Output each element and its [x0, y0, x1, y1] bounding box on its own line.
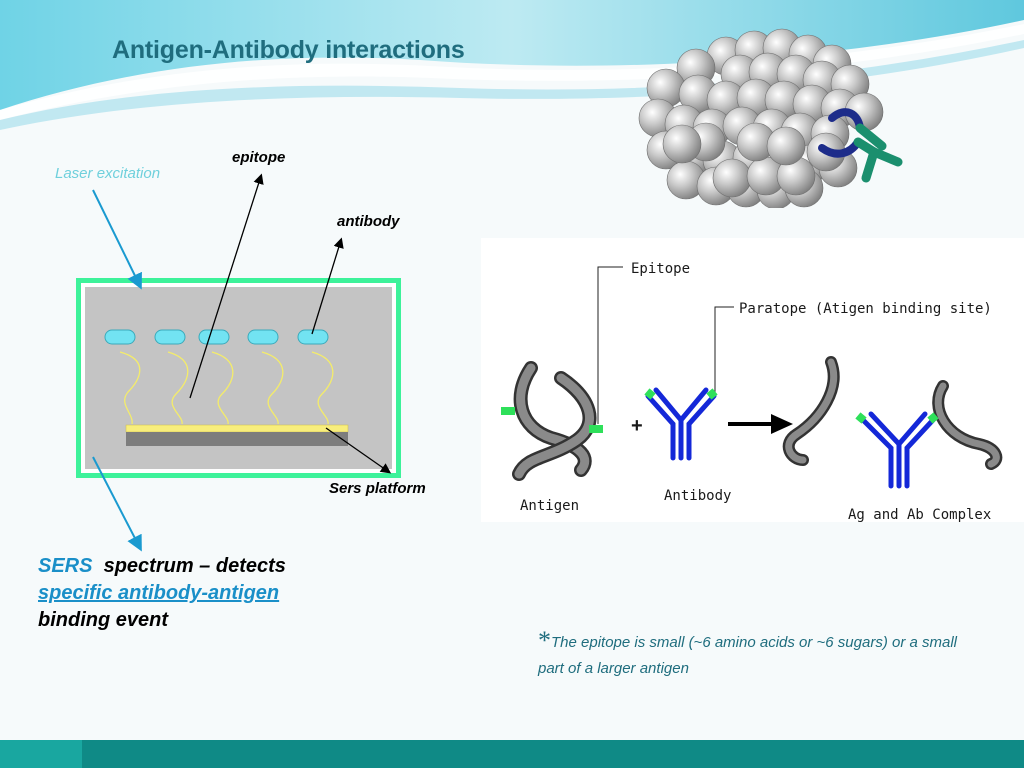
plus-sign: + — [631, 415, 643, 437]
sers-statement: SERS spectrum – detects specific antibod… — [38, 553, 286, 634]
ag-ab-complex-icon — [782, 356, 1003, 489]
epitope-leader-line — [597, 266, 623, 424]
panel-complex-label: Ag and Ab Complex — [848, 507, 991, 522]
sers-chip — [76, 278, 401, 478]
antigen-cluster-illustration — [638, 28, 903, 208]
epitope-marker — [501, 407, 515, 415]
footnote-text: The epitope is small (~6 amino acids or … — [538, 634, 958, 677]
sers-platform-label: Sers platform — [329, 480, 426, 497]
footnote-star: * — [538, 626, 551, 655]
panel-paratope-label: Paratope (Atigen binding site) — [739, 301, 992, 317]
epitope-marker — [589, 425, 603, 433]
antigen-icon — [512, 361, 597, 481]
bottom-bar-accent — [0, 740, 82, 768]
sers-chip-surface — [85, 287, 392, 469]
docked-antibody-icon — [818, 108, 903, 183]
page-title: Antigen-Antibody interactions — [112, 36, 465, 64]
statement-text-end: binding event — [38, 609, 168, 631]
bottom-bar — [0, 740, 1024, 768]
antigen-sphere — [662, 124, 702, 164]
epitope-label: epitope — [232, 149, 286, 166]
antibody-label: antibody — [337, 213, 400, 230]
laser-excitation-label: Laser excitation — [55, 165, 161, 182]
header-swoosh — [0, 0, 1024, 130]
sers-word: SERS — [38, 555, 93, 577]
panel-epitope-label: Epitope — [631, 261, 690, 277]
laser-in-arrow — [92, 189, 142, 290]
antibody-y-icon — [645, 387, 717, 461]
footnote: *The epitope is small (~6 amino acids or… — [538, 628, 958, 682]
reaction-arrowhead — [771, 414, 793, 434]
statement-text: spectrum – detects — [103, 555, 286, 577]
panel-antigen-label: Antigen — [520, 498, 579, 514]
panel-antibody-label: Antibody — [664, 488, 731, 504]
paratope-leader-line — [714, 306, 734, 398]
specific-binding-link[interactable]: specific antibody-antigen — [38, 582, 280, 604]
antigen-antibody-panel: Epitope Paratope (Atigen binding site) A… — [481, 238, 1024, 522]
antigen-sphere — [766, 126, 806, 166]
antigen-sphere — [712, 158, 752, 198]
